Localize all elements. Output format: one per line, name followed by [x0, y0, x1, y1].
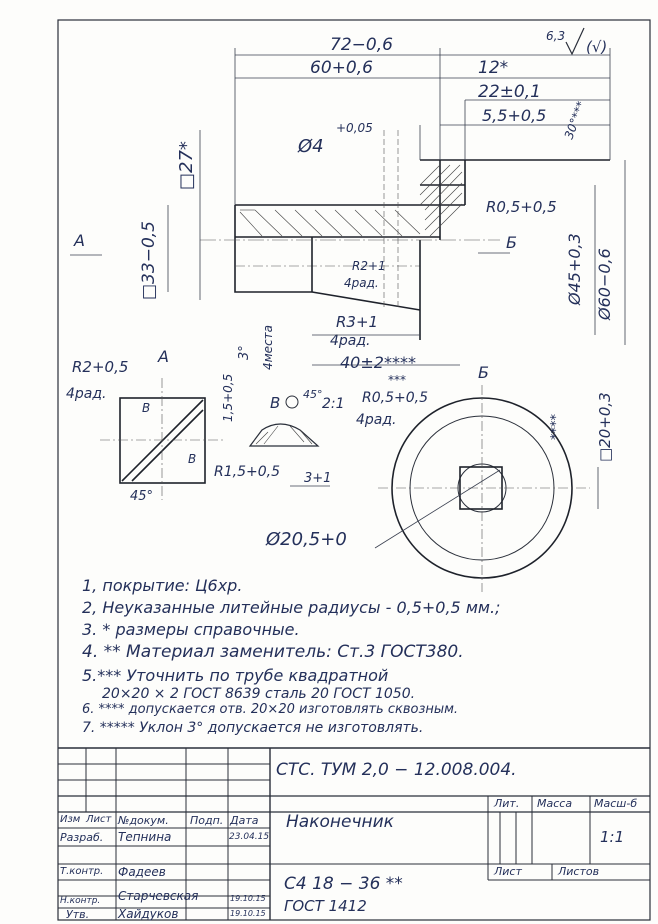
nkontr-name: Старчевская — [118, 889, 199, 903]
svg-text:22±0,1: 22±0,1 — [478, 82, 541, 102]
svg-text:***: *** — [388, 373, 406, 387]
part-name: Наконечник — [286, 812, 394, 832]
svg-text:45°: 45° — [130, 489, 153, 504]
section-hatch — [239, 164, 463, 237]
row-nkontr: Н.контр. — [60, 896, 101, 906]
svg-text:4рад.: 4рад. — [66, 386, 107, 402]
note-4: 4. ** Материал заменитель: Ст.3 ГОСТ380. — [82, 642, 464, 662]
svg-text:R2+0,5: R2+0,5 — [72, 358, 128, 376]
svg-text:4места: 4места — [261, 325, 275, 370]
svg-text:Ø20,5+0: Ø20,5+0 — [265, 529, 347, 550]
doc-code: СТС. ТУМ 2,0 − 12.008.004. — [276, 760, 517, 780]
svg-text:R1,5+0,5: R1,5+0,5 — [214, 464, 280, 480]
razrab-date: 23.04.15 — [229, 832, 270, 842]
svg-text:2:1: 2:1 — [322, 396, 345, 412]
nkontr-date: 19.10.15 — [230, 894, 266, 903]
note-5: 5.*** Уточнить по трубе квадратной — [82, 666, 389, 685]
title-block-grid — [58, 747, 650, 920]
svg-text:1,5+0,5: 1,5+0,5 — [221, 374, 235, 422]
col-doc: №докум. — [118, 814, 169, 827]
note-7: 7. ***** Уклон 3° допускается не изготов… — [82, 720, 424, 736]
note-3: 3. * размеры справочные. — [82, 620, 300, 639]
svg-text:Б: Б — [478, 363, 489, 382]
utv-date: 19.10.15 — [230, 909, 266, 918]
main-view: 72−0,6 60+0,6 12* 22±0,1 5,5+0,5 Ø4 +0,0… — [70, 35, 626, 372]
svg-text:□27*: □27* — [176, 141, 197, 190]
svg-text:+0,05: +0,05 — [336, 121, 373, 135]
svg-text:72−0,6: 72−0,6 — [330, 35, 393, 55]
svg-text:4рад.: 4рад. — [330, 333, 371, 349]
svg-text:□33−0,5: □33−0,5 — [139, 221, 159, 300]
col-list: Лист — [86, 814, 112, 825]
note-6: 6. **** допускается отв. 20×20 изготовля… — [82, 702, 459, 717]
svg-text:Ø60−0,6: Ø60−0,6 — [595, 248, 614, 321]
detail-b: В 45° 2:1 R1,5+0,5 3+1 — [214, 388, 345, 487]
svg-text:Ø4: Ø4 — [297, 136, 324, 157]
roughness-symbol: 6,3 (√) — [546, 27, 607, 56]
sheet-frame — [57, 19, 651, 921]
lit-header: Лит. — [494, 797, 520, 810]
note-2: 2, Неуказанные литейные радиусы - 0,5+0,… — [82, 598, 501, 617]
svg-text:4рад.: 4рад. — [344, 276, 379, 290]
utv-name: Хайдуков — [118, 907, 179, 921]
view-b: Б Ø20,5+0 *** R0,5+0,5 4рад. **** □20+0,… — [265, 363, 614, 592]
svg-text:Б: Б — [506, 233, 517, 252]
razrab-name: Тепнина — [118, 830, 172, 844]
massa-header: Масса — [537, 797, 573, 810]
svg-text:5,5+0,5: 5,5+0,5 — [482, 106, 546, 125]
svg-text:Ø45+0,3: Ø45+0,3 — [565, 233, 584, 306]
listov-header: Листов — [558, 865, 600, 878]
note-5-cont: 20×20 × 2 ГОСТ 8639 сталь 20 ГОСТ 1050. — [102, 686, 416, 702]
col-sign: Подп. — [190, 814, 224, 827]
svg-text:R3+1: R3+1 — [336, 313, 378, 331]
svg-text:60+0,6: 60+0,6 — [310, 58, 373, 78]
svg-text:А: А — [157, 347, 169, 366]
svg-text:****: **** — [549, 414, 564, 441]
svg-text:(√): (√) — [586, 38, 607, 56]
svg-text:40±2****: 40±2**** — [340, 353, 416, 372]
material-standard: ГОСТ 1412 — [284, 897, 367, 915]
svg-text:В: В — [188, 452, 196, 466]
svg-text:3+1: 3+1 — [304, 471, 331, 486]
row-razrab: Разраб. — [60, 831, 104, 844]
note-1: 1, покрытие: Ц6хр. — [82, 576, 243, 595]
svg-text:А: А — [73, 231, 85, 250]
col-izm: Изм — [60, 814, 81, 825]
svg-text:В: В — [270, 394, 280, 412]
row-utv: Утв. — [66, 908, 90, 921]
svg-text:45°: 45° — [303, 388, 323, 401]
material-grade: С4 18 − 36 ** — [284, 874, 403, 894]
svg-text:В: В — [142, 401, 150, 415]
view-a: А R2+0,5 4рад. В В 1,5+0,5 45° — [66, 347, 235, 504]
svg-text:R0,5+0,5: R0,5+0,5 — [486, 198, 557, 216]
scale-value: 1:1 — [600, 828, 625, 846]
col-date: Дата — [230, 814, 259, 827]
masshtab-header: Масш-б — [594, 797, 638, 810]
list-header: Лист — [494, 865, 522, 878]
svg-text:R0,5+0,5: R0,5+0,5 — [362, 390, 428, 406]
svg-text:6,3: 6,3 — [546, 29, 565, 43]
svg-text:R2+1: R2+1 — [352, 259, 386, 273]
tkontr-name: Фадеев — [118, 865, 166, 879]
svg-text:4рад.: 4рад. — [356, 412, 397, 428]
svg-text:12*: 12* — [478, 58, 508, 78]
row-tkontr: Т.контр. — [60, 866, 104, 877]
svg-text:□20+0,3: □20+0,3 — [596, 392, 614, 462]
svg-text:30°***: 30°*** — [562, 99, 589, 141]
svg-text:3°: 3° — [237, 345, 252, 360]
